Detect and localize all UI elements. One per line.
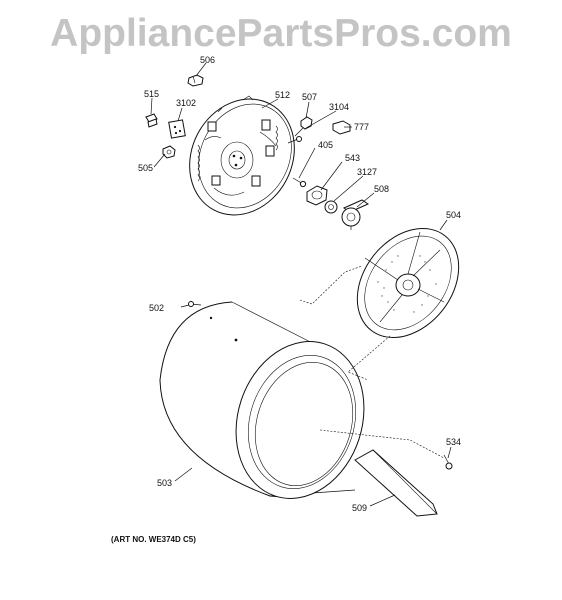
part-505-icon[interactable] [162,145,176,159]
art-number-label: (ART NO. WE374D C5) [111,535,196,544]
callout-504: 504 [446,210,461,220]
watermark-logo: AppliancePartsPros.com [50,12,512,55]
callout-506: 506 [200,55,215,65]
drum-503[interactable] [159,301,384,515]
assembly-line-front-cover [299,265,363,305]
callout-502: 502 [149,303,164,313]
part-777-clip-icon[interactable] [332,120,351,135]
callout-508: 508 [374,184,389,194]
callout-3102: 3102 [176,98,196,108]
drum-front-cover-504[interactable] [336,209,479,358]
callout-512: 512 [275,90,290,100]
callout-3127: 3127 [357,167,377,177]
part-543-bushing-icon[interactable] [306,185,328,206]
drum-baffle-509[interactable] [354,449,438,517]
part-405-bolt-icon[interactable] [292,177,307,188]
part-502-screw-icon[interactable] [188,301,202,307]
assembly-line-baffle [319,429,445,459]
part-506-icon[interactable] [187,74,204,87]
callout-777: 777 [354,122,369,132]
callout-509: 509 [352,503,367,513]
leader-lines [150,62,452,507]
part-3127-washer-icon[interactable] [324,200,338,214]
callout-405: 405 [318,140,333,150]
rear-bulkhead-512[interactable] [170,81,315,234]
callout-543: 543 [345,153,360,163]
part-3102-icon[interactable] [168,119,186,139]
callout-534: 534 [446,437,461,447]
part-534-screw-icon[interactable] [443,454,453,470]
part-3104-icon[interactable] [287,136,302,144]
part-515-icon[interactable] [145,113,158,128]
callout-505: 505 [138,163,153,173]
callout-515: 515 [144,89,159,99]
callout-3104: 3104 [329,102,349,112]
assembly-line-cover-drum [347,335,391,381]
callout-507: 507 [302,92,317,102]
part-508-shaft-icon[interactable] [341,199,370,230]
callout-503: 503 [157,478,172,488]
part-507-screw-icon[interactable] [294,116,313,137]
